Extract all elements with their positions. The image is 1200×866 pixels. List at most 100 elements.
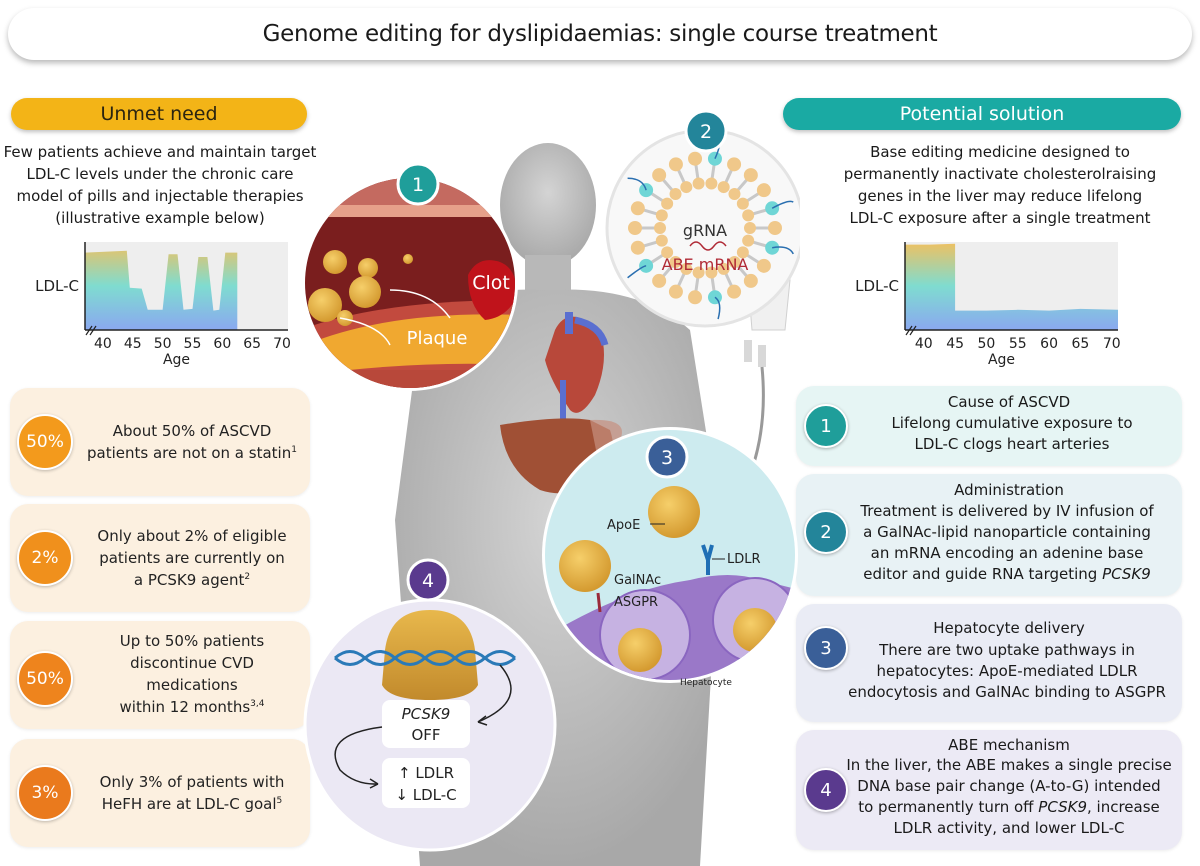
- lipid-head: [680, 181, 693, 194]
- x-axis-label: Age: [163, 352, 190, 368]
- hepatocyte-label: Hepatocyte: [680, 678, 732, 688]
- step-line: DNA base pair change (A-to-G) intended: [857, 777, 1161, 795]
- lipid-head: [652, 168, 667, 183]
- unmet-need-header: Unmet need: [11, 98, 307, 130]
- panel-2-number: 2: [700, 121, 712, 143]
- description-line: model of pills and injectable therapies: [16, 187, 304, 205]
- stat-line: Only about 2% of eligible: [97, 527, 287, 545]
- lipid-head: [742, 209, 755, 222]
- lipid-head: [668, 284, 683, 299]
- lipid-head: [652, 273, 667, 288]
- step-body: In the liver, the ABE makes a single pre…: [840, 755, 1178, 839]
- description-line: LDL-C exposure after a single treatment: [849, 209, 1151, 227]
- x-tick-label: 50: [978, 336, 996, 352]
- lipid-head: [705, 266, 718, 279]
- panel-2-badge: [684, 109, 728, 153]
- panel-abe-mechanism: PCSK9 OFF ↑ LDLR ↓ LDL-C 4: [303, 558, 557, 852]
- pcsk9-off-box: [382, 700, 470, 748]
- stat-line: Only 3% of patients with: [99, 773, 285, 791]
- heart-icon: [545, 312, 609, 420]
- stat-line: About 50% of ASCVD: [112, 422, 272, 440]
- step-title: Hepatocyte delivery: [933, 619, 1085, 637]
- stat-line: within 12 months: [119, 698, 251, 716]
- lipid-head: [756, 183, 771, 198]
- step-card-4: 4 ABE mechanism In the liver, the ABE ma…: [796, 730, 1182, 850]
- stat-line: patients are not on a statin: [87, 444, 292, 462]
- lipid-head: [727, 284, 742, 299]
- step-card-1: 1 Cause of ASCVD Lifelong cumulative exp…: [796, 386, 1182, 466]
- description-line: (illustrative example below): [55, 209, 265, 227]
- peg-chain: [627, 265, 647, 279]
- lipid-head: [743, 168, 758, 183]
- step-number-badge: 3: [804, 626, 848, 670]
- lipid-head: [655, 209, 668, 222]
- lipid-head: [654, 222, 666, 234]
- x-tick-label: 45: [124, 336, 142, 352]
- lipid-head: [717, 181, 730, 194]
- step-card-3: 3 Hepatocyte delivery There are two upta…: [796, 604, 1182, 722]
- step-line: In the liver, the ABE makes a single pre…: [846, 756, 1172, 774]
- lipid-head: [717, 262, 730, 275]
- description-line: LDL-C levels under the chronic care: [26, 165, 294, 183]
- step-line: hepatocytes: ApoE-mediated LDLR: [876, 662, 1138, 680]
- x-tick-label: 50: [154, 336, 172, 352]
- lipid-head: [680, 262, 693, 275]
- pcsk9-label: PCSK9: [402, 705, 451, 723]
- stat-card: 3% Only 3% of patients with HeFH are at …: [10, 739, 310, 847]
- step-line: editor and guide RNA targeting PCSK9: [863, 565, 1151, 583]
- x-tick-label: 60: [213, 336, 231, 352]
- x-tick-label: 40: [94, 336, 112, 352]
- x-tick-label: 70: [273, 336, 291, 352]
- step-number-badge: 4: [804, 768, 848, 812]
- lipid-head: [630, 201, 645, 216]
- lipid-head: [736, 246, 749, 259]
- peg-chain: [771, 200, 794, 209]
- stat-badge: 3%: [17, 765, 73, 821]
- reference-sup: 3,4: [250, 699, 265, 709]
- lipid-head: [742, 234, 755, 247]
- lipid-head: [692, 177, 705, 190]
- unmet-need-description: Few patients achieve and maintain target…: [0, 141, 320, 229]
- plaque-label: Plaque: [407, 328, 468, 349]
- off-label: OFF: [411, 726, 440, 744]
- abe-mrna-label: ABE mRNA: [662, 255, 749, 274]
- lipid-head: [728, 187, 741, 200]
- reference-sup: 5: [276, 796, 283, 806]
- stat-badge: 50%: [17, 414, 73, 470]
- lipid-head: [688, 151, 703, 166]
- step-line: There are two uptake pathways in: [879, 641, 1135, 659]
- dna-helix-icon: [334, 650, 516, 666]
- stat-line: patients are currently on: [99, 549, 285, 567]
- ldlc-down-label: ↓ LDL-C: [395, 786, 456, 804]
- stat-text: About 50% of ASCVD patients are not on a…: [82, 420, 302, 464]
- step-line: a GalNAc-lipid nanoparticle containing: [863, 523, 1151, 541]
- panel-3-number: 3: [661, 447, 673, 469]
- lipid-head: [727, 157, 742, 172]
- step-line: to permanently turn off PCSK9, increase: [858, 798, 1160, 816]
- x-tick-label: 65: [243, 336, 261, 352]
- panel-hepatocyte-delivery: ApoE LDLR GalNAc ASGPR Hepatocyte 3: [542, 427, 798, 688]
- lipid-head: [628, 221, 642, 235]
- lipid-ring: [627, 136, 794, 320]
- description-line: Base editing medicine designed to: [870, 143, 1130, 161]
- reference-sup: 2: [244, 572, 251, 582]
- x-tick-label: 55: [1009, 336, 1027, 352]
- stat-line: a PCSK9 agent: [133, 571, 245, 589]
- step-line: an mRNA encoding an adenine base: [870, 544, 1144, 562]
- lipid-head: [688, 290, 703, 305]
- step-title: Cause of ASCVD: [947, 393, 1071, 411]
- illustration-svg: Clot Plaque 1 gRNA ABE mRNA 2: [302, 109, 805, 866]
- step-line: LDLR activity, and lower LDL-C: [893, 819, 1125, 837]
- lipid-head: [743, 273, 758, 288]
- gene-name: PCSK9: [1038, 798, 1087, 816]
- stat-line: Up to 50% patients: [119, 632, 265, 650]
- apoe-label: ApoE: [607, 518, 640, 533]
- step-number-badge: 1: [804, 404, 848, 448]
- stat-text: Only about 2% of eligible patients are c…: [82, 525, 302, 591]
- lipid-head: [669, 256, 682, 269]
- lipid-head: [756, 258, 771, 273]
- y-axis-label: LDL-C: [35, 277, 79, 295]
- lipid-head: [736, 197, 749, 210]
